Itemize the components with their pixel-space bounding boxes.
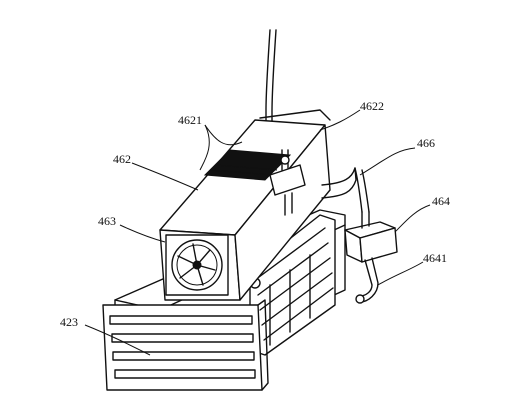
label-4622: 4622 bbox=[360, 99, 384, 113]
label-4641: 4641 bbox=[423, 251, 447, 265]
power-cable bbox=[265, 29, 277, 139]
label-423: 423 bbox=[60, 315, 78, 329]
top-connector bbox=[269, 149, 306, 216]
fan bbox=[165, 234, 229, 296]
label-466: 466 bbox=[417, 136, 435, 150]
heat-pipe-coil bbox=[249, 214, 336, 356]
front-grille bbox=[102, 299, 269, 391]
leader-lines bbox=[84, 109, 431, 356]
pipe-4641 bbox=[355, 257, 379, 304]
label-464: 464 bbox=[432, 194, 450, 208]
label-463: 463 bbox=[98, 214, 116, 228]
block-464 bbox=[344, 211, 398, 263]
label-4621: 4621 bbox=[178, 113, 202, 127]
label-462: 462 bbox=[113, 152, 131, 166]
